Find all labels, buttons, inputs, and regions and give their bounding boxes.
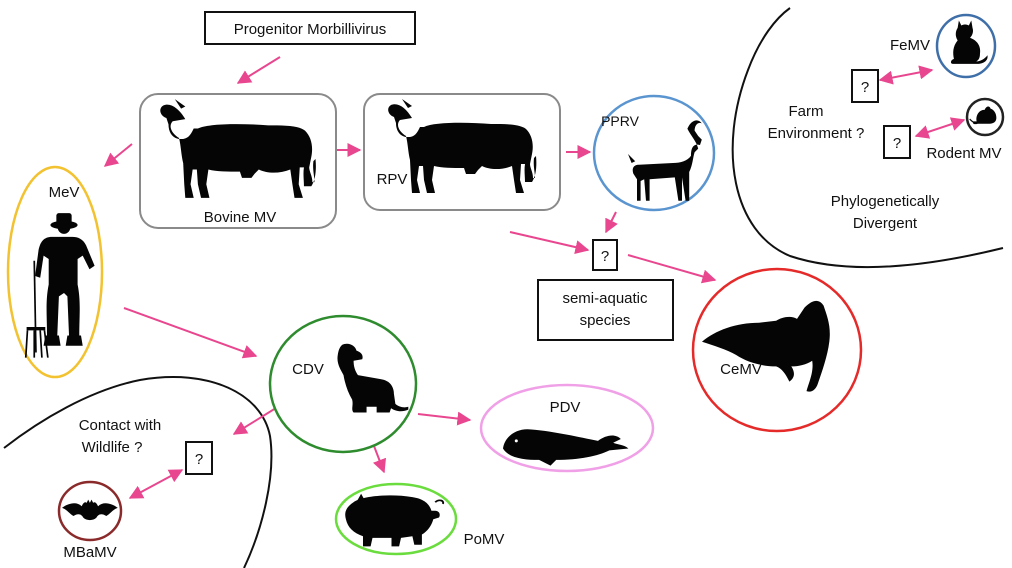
bovine-mv-label: Bovine MV <box>204 209 277 226</box>
arrow-mev-to-cdv <box>123 307 258 359</box>
arrow-rpv-to-unknown <box>509 231 590 254</box>
farm-line1: Farm <box>789 103 824 120</box>
arrows <box>103 56 966 499</box>
arrow-pprv-to-unknown <box>605 211 618 234</box>
arrow-cdv-to-pdv <box>417 411 472 426</box>
cemv-label: CeMV <box>720 361 762 378</box>
wildlife-line2: Wildlife ? <box>82 439 143 456</box>
unknown-box-wildlife <box>185 441 213 475</box>
rodent-mv-label: Rodent MV <box>926 145 1001 162</box>
pprv-label: PPRV <box>601 113 640 129</box>
unknown-mark: ? <box>195 451 203 468</box>
phylo-line2: Divergent <box>853 215 918 232</box>
arrow-progenitor-to-bovine <box>236 56 281 84</box>
semi-aquatic-line2: species <box>580 312 631 329</box>
unknown-box-semiaquatic <box>592 239 618 271</box>
semi-aquatic-box <box>537 279 674 341</box>
arrow-wildlife-mbamv <box>128 469 184 499</box>
unknown-mark: ? <box>601 248 609 265</box>
mev-label: MeV <box>49 184 80 201</box>
unknown-mark: ? <box>893 135 901 152</box>
pdv-label: PDV <box>550 399 581 416</box>
arrow-farm-femv <box>878 65 934 85</box>
cdv-circle <box>268 314 418 454</box>
unknown-mark: ? <box>861 79 869 96</box>
arrow-bovine-to-mev <box>103 143 133 167</box>
phylo-line1: Phylogenetically <box>831 193 940 210</box>
unknown-box-farm <box>851 69 879 103</box>
progenitor-box <box>204 11 416 45</box>
wildlife-contact-boundary <box>3 376 273 568</box>
cdv-label: CDV <box>292 361 324 378</box>
pomv-label: PoMV <box>464 531 505 548</box>
semi-aquatic-line1: semi-aquatic <box>562 290 648 307</box>
arrow-cdv-to-wildlife <box>232 407 277 435</box>
arrow-farm-rodent <box>914 117 966 139</box>
mbamv-label: MBaMV <box>63 544 116 561</box>
farm-line2: Environment ? <box>768 125 865 142</box>
rpv-label: RPV <box>377 171 408 188</box>
phylogenetically-divergent-boundary <box>731 7 1004 269</box>
progenitor-label: Progenitor Morbillivirus <box>234 21 387 38</box>
arrow-unknown-to-cemv <box>627 254 717 284</box>
arrow-cdv-to-pomv <box>372 445 387 474</box>
unknown-box-rodent <box>883 125 911 159</box>
wildlife-line1: Contact with <box>79 417 162 434</box>
femv-label: FeMV <box>890 37 930 54</box>
